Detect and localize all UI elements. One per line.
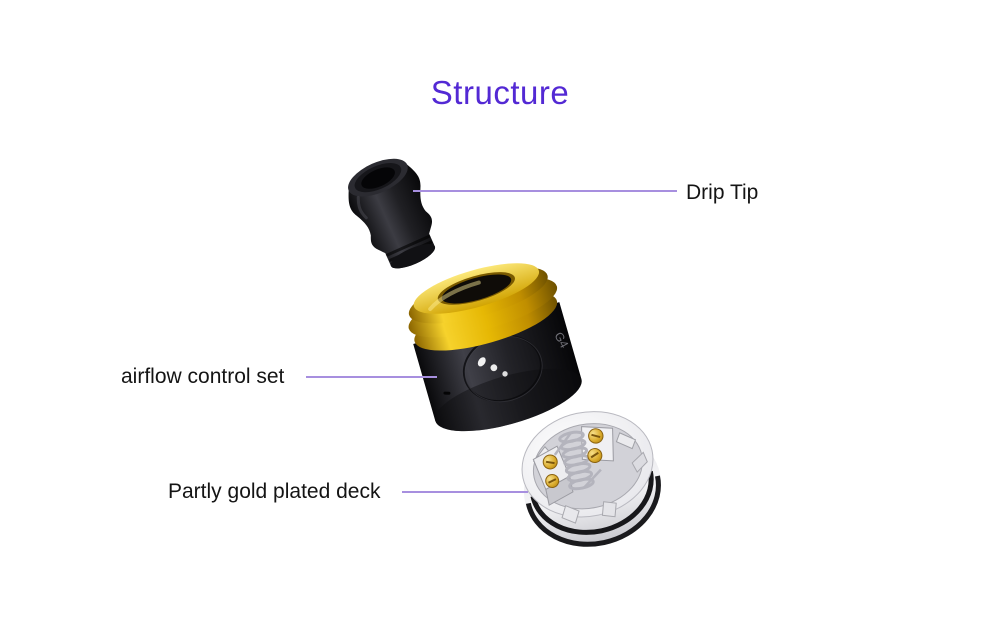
cap-highlight [428, 280, 481, 311]
deck-tab [601, 501, 617, 518]
drip-tip-hole [361, 167, 395, 189]
gold-screw [587, 448, 603, 464]
atomizer-body-part: G4 [408, 263, 582, 432]
gold-screws [542, 428, 604, 488]
label-partly-gold-plated-deck: Partly gold plated deck [168, 480, 381, 503]
cap-bore-hole [441, 274, 512, 304]
drip-tip-part [348, 158, 436, 269]
leader-line-drip-tip [413, 190, 677, 192]
drip-tip-highlight [356, 195, 368, 220]
leader-line-partly-gold-plated-deck [402, 491, 528, 493]
o-ring-inner [530, 470, 654, 535]
deck-tab [631, 451, 648, 473]
gold-screw [542, 454, 558, 470]
side-slot [443, 391, 451, 395]
deck-part [521, 411, 662, 547]
gold-screw [588, 428, 604, 444]
yellow-top-cap [408, 263, 558, 351]
deck-post-left-side [545, 475, 574, 506]
leader-line-airflow-control-set [306, 376, 437, 378]
gold-screw [545, 473, 560, 488]
o-ring-outer [525, 475, 661, 547]
side-marking-text: G4 [552, 330, 572, 351]
thread-groove [386, 235, 431, 257]
drip-tip-base [390, 244, 436, 269]
coil-leg [583, 468, 602, 489]
deck-tab [615, 432, 637, 450]
label-airflow-control-set: airflow control set [121, 365, 285, 388]
label-drip-tip: Drip Tip [686, 181, 759, 204]
deck-tab [561, 505, 580, 524]
airflow-holes [477, 357, 508, 377]
page-title: Structure [430, 74, 570, 111]
